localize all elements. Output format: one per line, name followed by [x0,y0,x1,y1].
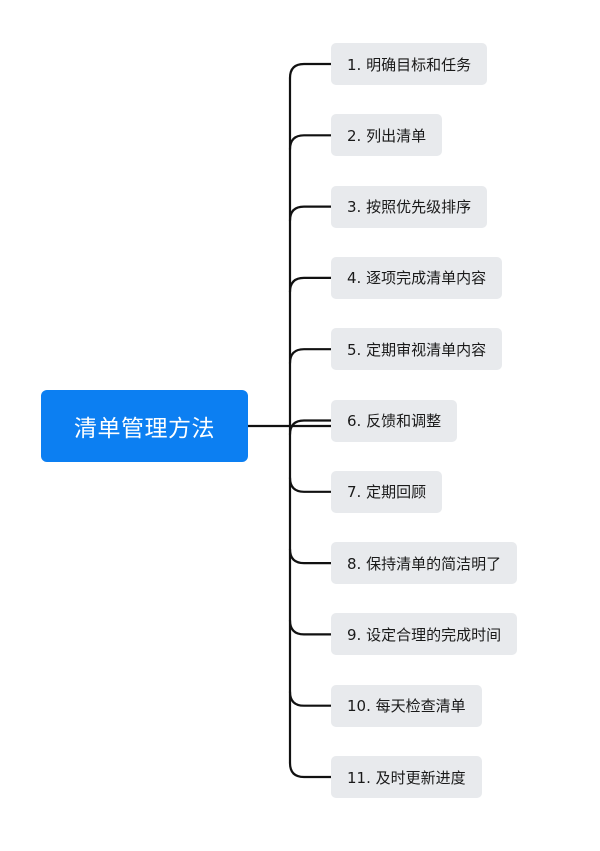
branch-node-5[interactable]: 5. 定期审视清单内容 [331,328,503,371]
branch-node-label: 6. 反馈和调整 [347,412,442,430]
branch-node-label: 5. 定期审视清单内容 [347,340,487,359]
branch-node-label: 1. 明确目标和任务 [347,55,472,74]
branch-node-10[interactable]: 10. 每天检查清单 [331,684,482,727]
branch-connector-9 [288,619,333,636]
branch-connector-2 [288,134,333,151]
branch-connector-10 [288,690,333,707]
branch-node-label: 9. 设定合理的完成时间 [347,625,502,644]
branch-node-4[interactable]: 4. 逐项完成清单内容 [331,256,503,299]
branch-node-1[interactable]: 1. 明确目标和任务 [331,43,488,85]
branch-node-8[interactable]: 8. 保持清单的简洁明了 [331,542,518,585]
branch-node-label: 4. 逐项完成清单内容 [347,269,487,288]
branch-connector-1 [288,62,333,80]
branch-node-2[interactable]: 2. 列出清单 [331,114,443,157]
root-node-label: 清单管理方法 [74,416,215,442]
branch-connector-5 [288,348,333,365]
branch-connector-11 [288,761,333,779]
branch-node-11[interactable]: 11. 及时更新进度 [331,756,482,798]
branch-connector-6 [288,419,333,436]
branch-node-3[interactable]: 3. 按照优先级排序 [331,185,488,228]
branch-node-label: 8. 保持清单的简洁明了 [347,554,502,573]
branch-node-9[interactable]: 9. 设定合理的完成时间 [331,613,518,656]
branch-connector-4 [288,276,333,293]
branch-node-label: 3. 按照优先级排序 [347,198,472,217]
branch-node-label: 11. 及时更新进度 [347,768,466,787]
branch-connector-8 [288,548,333,565]
branch-node-label: 10. 每天检查清单 [347,697,466,716]
branch-node-7[interactable]: 7. 定期回顾 [331,470,443,513]
root-node[interactable]: 清单管理方法 [41,390,248,462]
branch-node-label: 2. 列出清单 [347,126,427,145]
branch-connector-3 [288,205,333,222]
branch-connector-7 [288,476,333,493]
branch-node-6[interactable]: 6. 反馈和调整 [331,399,458,442]
branch-node-label: 7. 定期回顾 [347,483,427,502]
